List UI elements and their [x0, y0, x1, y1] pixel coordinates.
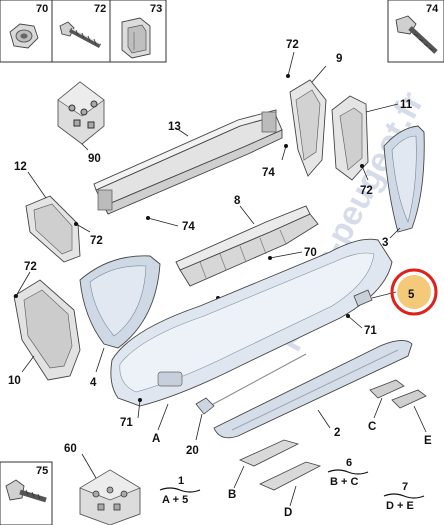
callout-12: 12 [14, 161, 27, 173]
callout-group-71-b: 71 [120, 398, 142, 429]
hardware-box-70[interactable]: 70 [0, 0, 53, 63]
kit-1-legend: 1 A + 5 [159, 475, 201, 506]
kit-6-wave [327, 469, 369, 475]
callout-72-a: 72 [286, 39, 299, 51]
callout-71-b: 71 [120, 417, 133, 429]
callout-4: 4 [90, 377, 97, 389]
kit-7-number: 7 [402, 481, 408, 493]
callout-group-72-b: 72 [74, 222, 103, 247]
part-E-reflector[interactable]: E [391, 389, 432, 447]
hardware-box-74[interactable]: 74 [387, 0, 444, 63]
part-10-left-bracket[interactable]: 10 [8, 279, 81, 387]
part-4-corner-cover[interactable]: 4 [79, 255, 161, 389]
callout-group-74-a: 74 [262, 144, 288, 179]
callout-10: 10 [8, 375, 21, 387]
callout-B: B [228, 489, 236, 501]
callout-group-70-a: 70 [268, 247, 317, 260]
callout-75-box: 75 [36, 465, 48, 477]
clip-icon [121, 17, 151, 59]
bolt-icon [395, 15, 438, 54]
callout-72-box: 72 [94, 3, 106, 15]
callout-group-72-c: 72 [360, 164, 373, 197]
kit-7-legend: 7 D + E [383, 481, 425, 512]
callout-74-box: 74 [426, 3, 439, 15]
callout-group-72-a: 72 [286, 39, 299, 78]
part-2-lower-strip[interactable]: 2 [213, 340, 413, 439]
part-60-repair-kit[interactable]: 60 [64, 443, 141, 525]
highlight-ring [390, 268, 438, 316]
screw-icon [59, 21, 102, 48]
callout-72-c: 72 [360, 185, 373, 197]
part-3-corner-cover[interactable]: 3 [382, 125, 425, 249]
callout-90: 90 [88, 153, 101, 165]
callout-3: 3 [382, 237, 388, 249]
part-20-tow-cover[interactable]: 20 [186, 353, 307, 457]
callout-74-a: 74 [262, 167, 275, 179]
callout-71-a: 71 [364, 325, 377, 337]
flange-bolt-icon [5, 479, 47, 503]
callout-E: E [424, 435, 432, 447]
kit-1-number: 1 [178, 475, 184, 487]
callout-20: 20 [186, 445, 199, 457]
hardware-box-75[interactable]: 75 [0, 461, 53, 525]
callout-70-box: 70 [36, 3, 48, 15]
part-9-upper-bracket[interactable]: 9 [289, 53, 342, 177]
part-11-side-bracket[interactable]: 11 [331, 95, 413, 181]
part-90-fastener-kit[interactable]: 90 [57, 81, 105, 165]
part-5-sensor-bracket[interactable]: 5 [353, 268, 438, 316]
callout-11: 11 [400, 99, 413, 111]
highlight-fill [397, 275, 431, 309]
callout-8: 8 [234, 195, 241, 207]
callout-2: 2 [334, 427, 340, 439]
hardware-box-73[interactable]: 73 [109, 0, 167, 63]
callout-60: 60 [64, 443, 77, 455]
hex-nut-icon [9, 23, 39, 49]
kit-6-formula: B + C [330, 476, 358, 488]
callout-C: C [368, 421, 376, 433]
callout-74-b: 74 [182, 221, 195, 233]
kit-6-legend: 6 B + C [327, 457, 369, 488]
callout-72-b: 72 [90, 235, 103, 247]
callout-group-74-b: 74 [146, 216, 195, 233]
callout-9: 9 [336, 53, 342, 65]
kit-7-wave [383, 493, 425, 499]
part-C-reflector[interactable]: C [368, 379, 405, 433]
callout-13: 13 [168, 121, 181, 133]
callout-72-d: 72 [24, 261, 37, 273]
part-B-trim[interactable]: B [228, 439, 300, 501]
callout-70-a: 70 [304, 247, 317, 259]
callout-group-71-a: 71 [346, 314, 377, 337]
part-13-upper-beam[interactable]: 13 [93, 109, 283, 215]
part-A-bumper-shell[interactable]: A [110, 238, 393, 445]
part-12-left-bracket[interactable]: 12 [14, 161, 81, 263]
callout-73-box: 73 [150, 3, 162, 15]
kit-1-wave [159, 487, 201, 493]
hardware-box-72[interactable]: 72 [51, 0, 111, 63]
kit-6-number: 6 [346, 457, 352, 469]
callout-D: D [284, 507, 292, 519]
callout-group-72-d: 72 [14, 261, 37, 298]
kit-1-formula: A + 5 [162, 494, 188, 506]
callout-5: 5 [408, 289, 415, 301]
callout-A: A [152, 433, 160, 445]
part-D-trim[interactable]: D [259, 461, 322, 519]
kit-7-formula: D + E [386, 500, 414, 512]
part-8-absorber[interactable]: 8 [175, 195, 319, 287]
